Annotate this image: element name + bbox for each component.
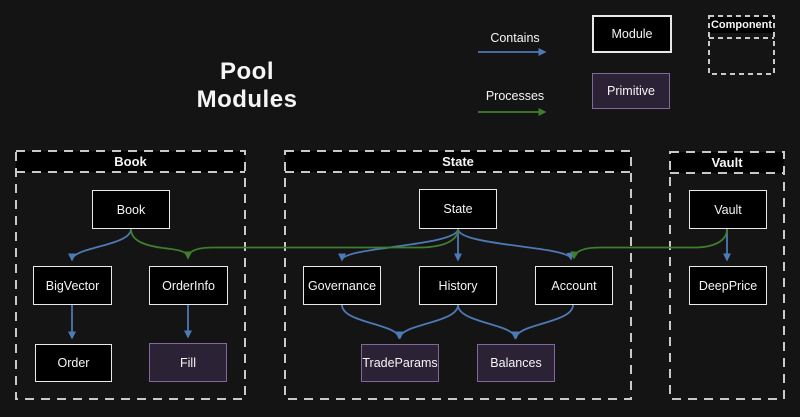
edge-state-account — [457, 228, 575, 261]
legend-processes-label: Processes — [485, 89, 545, 103]
node-orderinfo: OrderInfo — [149, 266, 228, 305]
container-header-state: State — [285, 151, 631, 172]
edge-governance-tradeparams — [341, 304, 403, 340]
edge-history-balances — [457, 304, 519, 340]
container-header-book: Book — [16, 151, 245, 172]
node-book: Book — [92, 190, 170, 229]
node-governance: Governance — [303, 266, 381, 305]
edge-book-orderinfo — [130, 228, 192, 260]
edge-history-tradeparams — [396, 304, 459, 340]
legend-component-label: Component — [710, 17, 773, 33]
node-account: Account — [535, 266, 613, 305]
node-deepprice: DeepPrice — [689, 266, 767, 305]
node-vault: Vault — [689, 190, 767, 229]
node-order: Order — [35, 344, 112, 382]
edge-vault-account — [570, 228, 728, 260]
edge-state-governance — [338, 228, 459, 262]
node-fill: Fill — [149, 343, 227, 382]
node-balances: Balances — [477, 344, 555, 382]
node-tradeparams: TradeParams — [361, 344, 439, 382]
node-history: History — [419, 266, 497, 305]
legend-primitive-box: Primitive — [592, 73, 670, 109]
page-title: Pool Modules — [196, 58, 298, 113]
edge-account-balances — [512, 304, 574, 340]
edge-state-orderinfo — [184, 228, 459, 260]
legend-contains-label: Contains — [490, 31, 540, 45]
node-bigvector: BigVector — [33, 266, 112, 305]
edge-book-bigvector — [68, 228, 132, 262]
legend-module-box: Module — [592, 15, 672, 53]
container-header-vault: Vault — [670, 152, 784, 173]
node-state: State — [419, 189, 497, 229]
